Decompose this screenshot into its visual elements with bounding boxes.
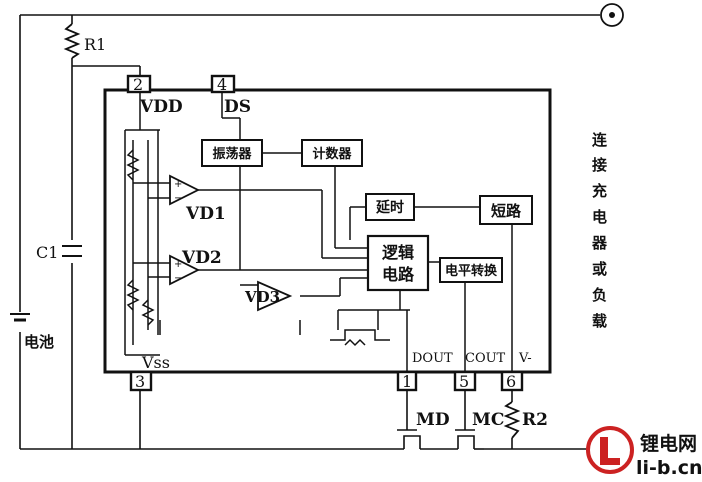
pin-5-label: 5	[459, 372, 469, 391]
r2-label: R2	[522, 410, 548, 430]
r1-resistor	[63, 23, 81, 59]
side-char: 接	[592, 156, 607, 174]
vd2-minus-icon: −	[174, 273, 182, 284]
pin-4-label: 4	[217, 75, 227, 94]
pin-2-label: 2	[133, 75, 143, 94]
ic-body	[103, 88, 552, 374]
pin-6-label: 6	[506, 372, 516, 391]
logo-letter-foot	[600, 458, 620, 465]
pin-3-label: 3	[135, 372, 145, 391]
watermark: 锂电网 li-b.cn	[586, 426, 702, 479]
side-char: 载	[592, 312, 607, 330]
vd2-plus-icon: +	[174, 259, 182, 270]
delay-block	[365, 193, 415, 221]
side-label: 连 接 充 电 器 或 负 载	[591, 131, 608, 330]
vd1-comparator	[169, 174, 201, 206]
logic-block	[366, 234, 430, 292]
side-char: 连	[592, 131, 608, 149]
vd2-comparator	[169, 254, 201, 286]
vd2-label: VD2	[181, 248, 222, 268]
short-label: 短路	[491, 202, 522, 220]
delay-label: 延时	[375, 199, 404, 216]
logo-letter-icon	[600, 437, 608, 465]
side-char: 负	[592, 286, 607, 304]
divider-resistor-2	[126, 279, 140, 311]
pin-4-box	[210, 74, 236, 94]
mc-channel	[457, 435, 475, 449]
terminal-dot	[609, 12, 615, 18]
pin-3-box	[129, 370, 153, 392]
pin-1-label: 1	[402, 372, 412, 391]
counter-label: 计数器	[312, 146, 352, 162]
dout-label: DOUT	[412, 351, 453, 366]
vd1-minus-icon: −	[174, 193, 182, 204]
internal-switches	[330, 329, 390, 341]
vd1-plus-icon: +	[174, 179, 182, 190]
c1-label: C1	[36, 243, 58, 262]
r2-resistor	[503, 401, 521, 439]
vd1-label: VD1	[185, 204, 226, 224]
vminus-label: V-	[518, 351, 532, 366]
side-char: 器	[591, 234, 608, 252]
md-channel	[403, 435, 421, 449]
logic-label-line1: 逻辑	[382, 243, 414, 262]
oscillator-label: 振荡器	[212, 146, 252, 162]
md-label: MD	[416, 410, 450, 430]
divider-resistor-1	[126, 149, 140, 181]
level-shift-block	[439, 257, 503, 283]
level-shift-label: 电平转换	[445, 263, 498, 279]
ds-label: DS	[224, 97, 251, 117]
vd3-comparator	[257, 280, 293, 312]
oscillator-block	[201, 139, 263, 167]
divider-resistor-3	[141, 299, 155, 326]
side-char: 充	[592, 182, 607, 200]
logo-cn-text: 锂电网	[640, 432, 697, 455]
mc-label: MC	[472, 410, 504, 430]
counter-block	[301, 139, 363, 167]
logo-ring-icon	[586, 426, 634, 474]
short-block	[479, 195, 533, 225]
side-char: 或	[592, 260, 607, 278]
internal-resistor	[344, 338, 366, 347]
logic-label-line2: 电路	[382, 265, 415, 284]
vd3-label: VD3	[244, 288, 280, 306]
r1-label: R1	[84, 35, 106, 54]
pin-2-box	[126, 74, 152, 94]
vss-label: Vss	[141, 353, 170, 372]
cout-label: COUT	[465, 351, 506, 366]
side-char: 电	[592, 208, 607, 226]
vdd-label: VDD	[139, 97, 183, 117]
logo-en-text: li-b.cn	[636, 457, 702, 479]
battery-label: 电池	[24, 333, 54, 351]
